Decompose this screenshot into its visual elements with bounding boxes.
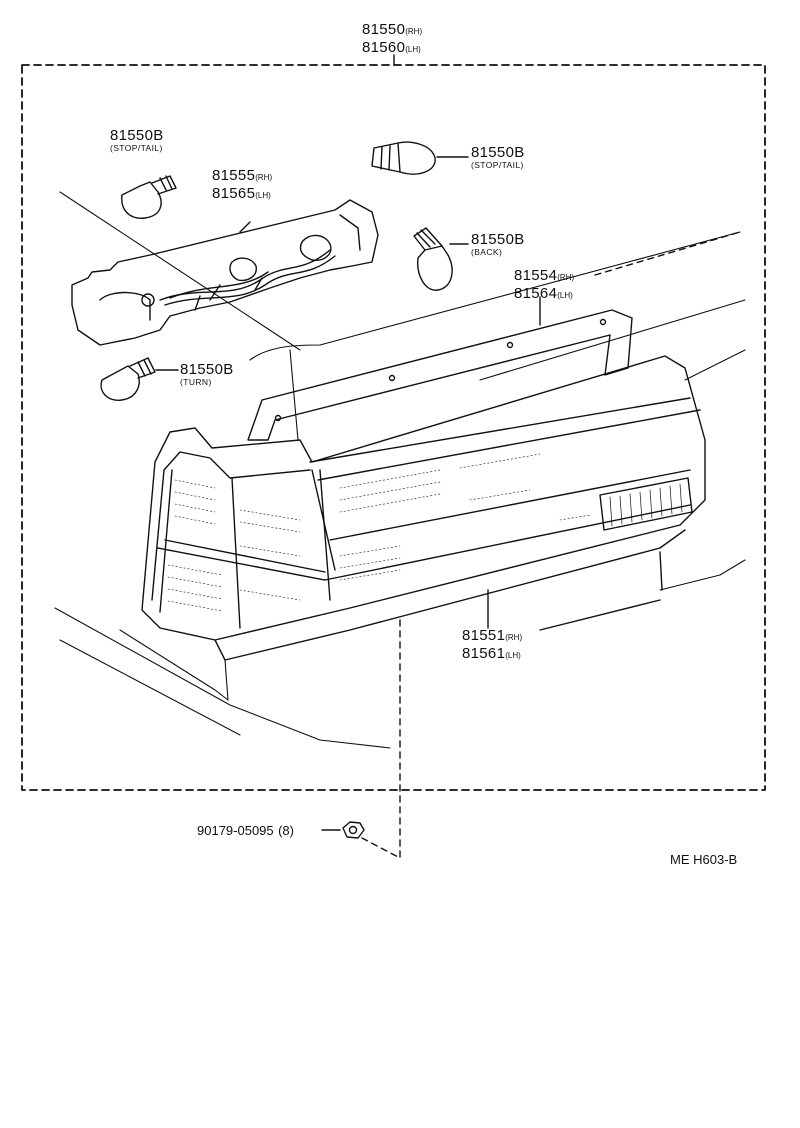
- lens-drawing: [141, 355, 706, 661]
- label-bulb-stop-tail-left: 81550B (STOP/TAIL): [110, 127, 164, 153]
- bulb-stop-tail-right-drawing: [371, 141, 436, 175]
- gasket-drawing: [247, 309, 633, 441]
- leader-gasket-rh: [594, 231, 741, 276]
- bulb-turn-drawing: [100, 357, 156, 401]
- figure-code: ME H603-B: [670, 852, 738, 867]
- label-gasket: 81554(RH) 81564(LH): [514, 267, 575, 302]
- label-socket: 81555(RH) 81565(LH): [212, 167, 273, 202]
- car-body-outline: [54, 191, 746, 749]
- leader-lens-rh: [539, 599, 661, 631]
- bulb-stop-tail-left-drawing: [121, 175, 177, 219]
- leader-socket: [239, 221, 251, 233]
- label-lens: 81551(RH) 81561(LH): [462, 627, 523, 662]
- nut-leader: [361, 619, 401, 859]
- label-nut: 90179-05095 (8): [197, 823, 294, 838]
- label-assembly: 81550(RH) 81560(LH): [362, 21, 423, 56]
- nut-drawing: [342, 821, 365, 839]
- socket-wiring-drawing: [71, 199, 379, 346]
- label-bulb-turn: 81550B (TURN): [180, 361, 234, 387]
- label-bulb-back: 81550B (BACK): [471, 231, 525, 257]
- assembly-boundary: [21, 64, 766, 791]
- label-bulb-stop-tail-right: 81550B (STOP/TAIL): [471, 144, 525, 170]
- lens-texture: [167, 453, 591, 612]
- bulb-back-drawing: [413, 227, 453, 291]
